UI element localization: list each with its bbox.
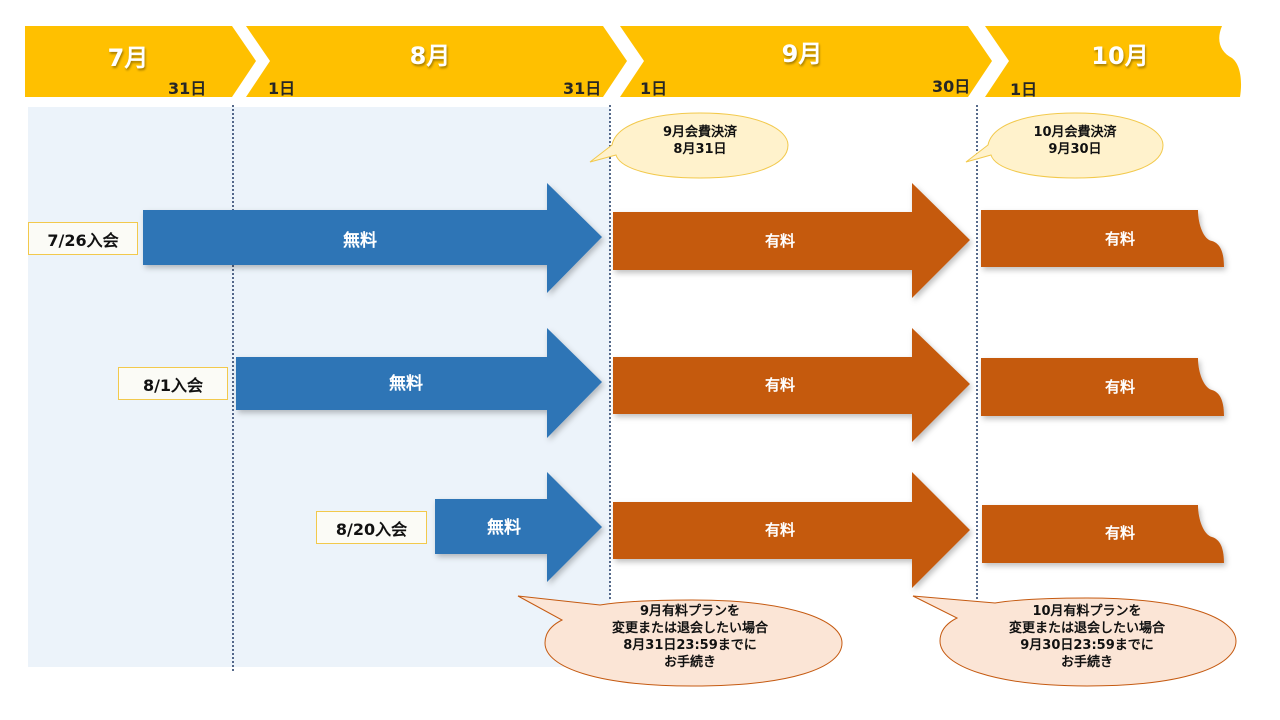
deadline-note-october-line2: 変更または退会したい場合 [1008, 621, 1165, 636]
deadline-note-september-line3: 8月31日23:59までに [623, 638, 757, 653]
deadline-bubble-september [517, 595, 843, 687]
paid-bar-october-row-3 [982, 505, 1224, 563]
paid-arrow-september-row-3 [613, 472, 970, 588]
payment-note-october-line2: 9月30日 [1048, 142, 1102, 157]
day-label-september-start: 1日 [640, 79, 668, 98]
month-label-october: 10月 [1091, 42, 1149, 70]
deadline-note-october: 10月有料プランを 変更または退会したい場合 9月30日23:59までに お手続… [997, 603, 1177, 671]
month-label-august: 8月 [409, 42, 451, 70]
day-label-august-start: 1日 [268, 79, 296, 98]
paid-label-october-row-1: 有料 [1104, 230, 1135, 248]
paid-label-september-row-3: 有料 [764, 521, 795, 539]
day-label-july-end: 31日 [168, 79, 207, 98]
month-band-july [25, 26, 256, 97]
free-arrow-row-2 [236, 328, 602, 438]
month-band-september [620, 26, 992, 97]
month-band-august [246, 26, 627, 97]
paid-arrow-september-row-1 [613, 183, 970, 298]
paid-label-october-row-2: 有料 [1104, 378, 1135, 396]
day-label-october-start: 1日 [1010, 80, 1038, 99]
payment-bubble-september [589, 112, 789, 179]
day-label-august-end: 31日 [563, 79, 602, 98]
month-band-october [985, 26, 1242, 97]
payment-note-september: 9月会費決済 8月31日 [640, 124, 760, 158]
paid-arrow-september-row-2 [613, 328, 970, 442]
free-label-row-3: 無料 [487, 518, 521, 538]
deadline-note-september: 9月有料プランを 変更または退会したい場合 8月31日23:59までに お手続き [600, 603, 780, 671]
free-label-row-2: 無料 [389, 374, 423, 394]
free-arrow-row-1 [143, 183, 602, 293]
deadline-note-october-line4: お手続き [1060, 655, 1113, 670]
payment-bubble-october [965, 112, 1164, 179]
month-label-july: 7月 [107, 44, 149, 72]
payment-note-september-line2: 8月31日 [673, 142, 727, 157]
month-label-september: 9月 [781, 40, 823, 68]
deadline-note-september-line2: 変更または退会したい場合 [611, 621, 768, 636]
deadline-note-september-line1: 9月有料プランを [639, 604, 741, 619]
deadline-note-october-line1: 10月有料プランを [1032, 604, 1142, 619]
payment-note-september-line1: 9月会費決済 [662, 125, 738, 140]
free-arrow-row-3 [435, 472, 602, 582]
deadline-note-october-line3: 9月30日23:59までに [1020, 638, 1154, 653]
paid-label-september-row-2: 有料 [764, 376, 795, 394]
paid-bar-october-row-2 [981, 358, 1224, 416]
payment-note-october-line1: 10月会費決済 [1033, 125, 1117, 140]
deadline-bubble-october [912, 595, 1237, 687]
day-label-september-end: 30日 [932, 77, 971, 96]
join-date-row-3: 8/20入会 [316, 511, 427, 544]
paid-label-september-row-1: 有料 [764, 232, 795, 250]
free-label-row-1: 無料 [343, 231, 377, 251]
paid-label-october-row-3: 有料 [1104, 524, 1135, 542]
payment-note-october: 10月会費決済 9月30日 [1015, 124, 1135, 158]
paid-bar-october-row-1 [981, 210, 1224, 267]
join-date-row-2: 8/1入会 [118, 367, 228, 400]
join-date-row-1: 7/26入会 [28, 222, 138, 255]
deadline-note-september-line4: お手続き [663, 655, 716, 670]
